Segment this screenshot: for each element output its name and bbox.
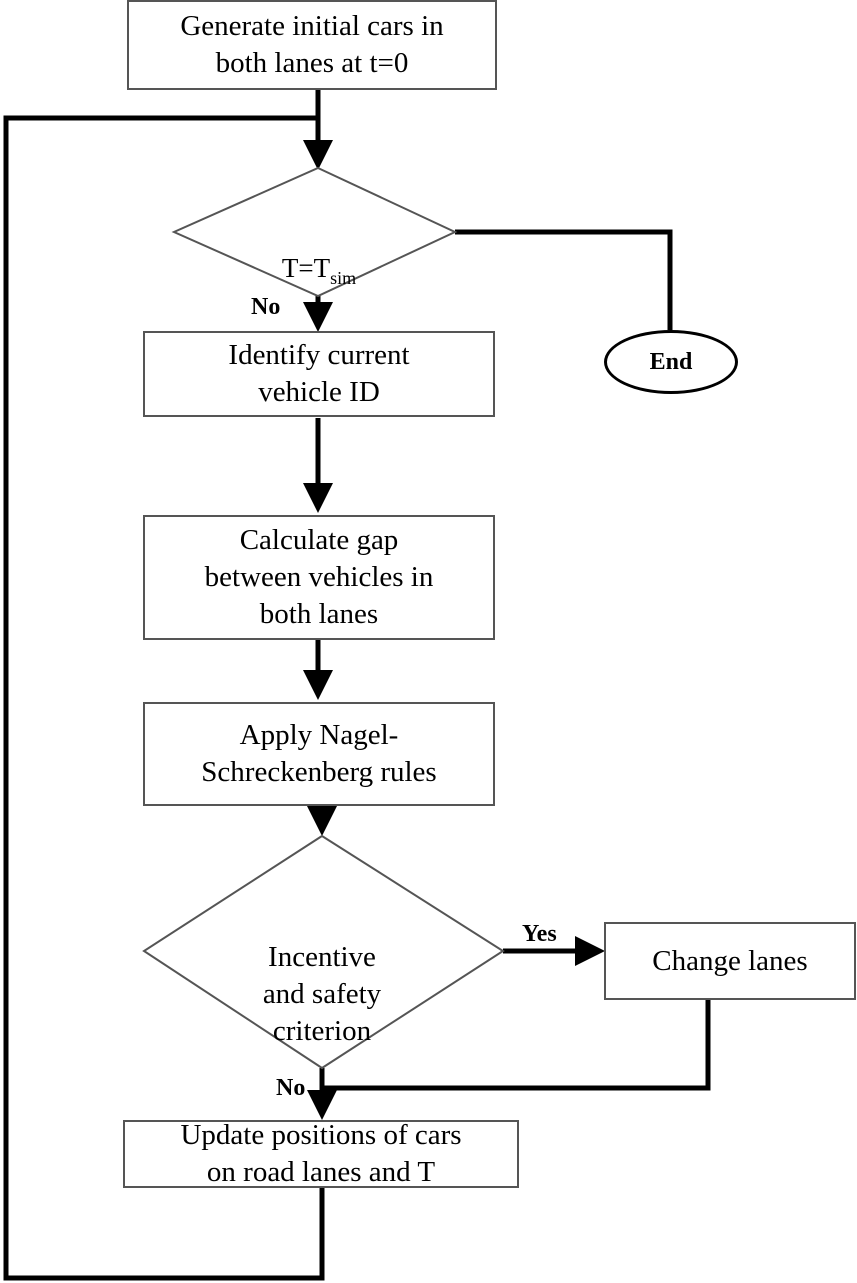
- node-generate-label: Generate initial cars in both lanes at t…: [180, 10, 444, 79]
- node-calculate: Calculate gap between vehicles in both l…: [143, 515, 495, 640]
- decision-incentive-label: Incentive and safety criterion: [262, 941, 382, 1047]
- node-apply: Apply Nagel- Schreckenberg rules: [143, 702, 495, 806]
- edge-no-1-label: No: [251, 294, 281, 320]
- node-end-label: End: [649, 348, 693, 375]
- node-update: Update positions of cars on road lanes a…: [123, 1119, 519, 1188]
- edge-no-2-label: No: [276, 1075, 306, 1101]
- edge-decision-to-end: [455, 229, 673, 330]
- node-change-lanes: Change lanes: [604, 922, 856, 1000]
- node-generate: Generate initial cars in both lanes at t…: [127, 0, 497, 90]
- node-change-lanes-label: Change lanes: [652, 944, 808, 977]
- node-update-label: Update positions of cars on road lanes a…: [180, 1119, 462, 1188]
- node-end: End: [604, 330, 738, 394]
- decision-time-label: T=Tsim: [281, 253, 357, 288]
- edge-yes-label: Yes: [522, 921, 557, 947]
- edge-change-to-merge: [322, 1000, 711, 1091]
- node-calculate-label: Calculate gap between vehicles in both l…: [204, 524, 434, 630]
- node-identify: Identify current vehicle ID: [143, 331, 495, 417]
- decision-time-diamond: [171, 166, 458, 298]
- edge-loop-back: [3, 115, 325, 1281]
- node-identify-label: Identify current vehicle ID: [228, 339, 410, 408]
- node-apply-label: Apply Nagel- Schreckenberg rules: [201, 719, 437, 788]
- decision-incentive-diamond: [142, 834, 505, 1070]
